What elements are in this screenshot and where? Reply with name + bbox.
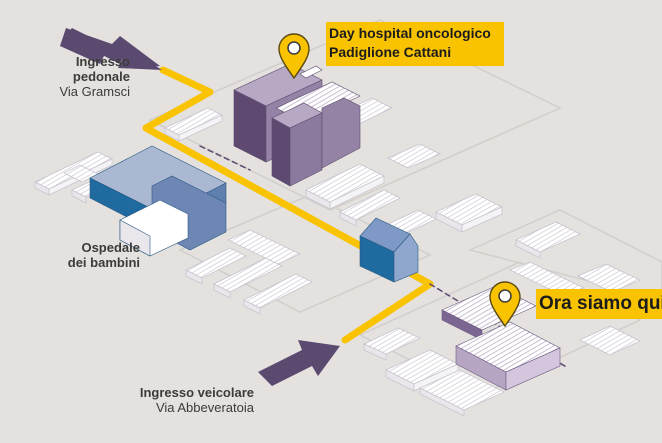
children-hospital-label: Ospedale dei bambini	[26, 240, 140, 270]
building-block	[579, 325, 641, 356]
day-hospital-callout: Day hospital oncologico Padiglione Catta…	[326, 22, 504, 66]
entrance-arrow-icon	[258, 340, 340, 386]
building-block	[213, 257, 283, 299]
building-block	[435, 193, 503, 233]
vehicle-entrance-label: Ingresso veicolare Via Abbeveratoia	[110, 385, 254, 415]
day-hospital-building	[233, 63, 361, 187]
building-block	[185, 247, 247, 285]
vehicle-entrance-street: Via Abbeveratoia	[155, 400, 254, 415]
map-pin-icon	[489, 281, 521, 328]
children-hospital-title-1: Ospedale	[81, 240, 140, 255]
children-hospital-title-2: dei bambini	[67, 255, 140, 270]
building-block	[243, 273, 313, 315]
building-block	[577, 263, 641, 293]
children-hospital-building	[89, 145, 227, 257]
day-hospital-callout-line2: Padiglione Cattani	[329, 44, 452, 60]
building-block	[419, 369, 505, 417]
building-block	[305, 163, 385, 210]
pedestrian-entrance-title-1: Ingresso	[75, 54, 130, 69]
small-blue-building	[359, 217, 419, 283]
pedestrian-entrance-title-2: pedonale	[72, 69, 130, 84]
building-block	[509, 261, 585, 297]
building-block	[339, 189, 401, 227]
pedestrian-entrance-label: Ingresso pedonale Via Gramsci	[26, 54, 130, 99]
building-block	[164, 107, 223, 142]
map-pin-icon	[278, 33, 310, 80]
you-are-here-callout: Ora siamo qui	[536, 289, 662, 319]
building-block	[363, 327, 421, 361]
building-block	[227, 229, 301, 265]
day-hospital-callout-line1: Day hospital oncologico	[329, 25, 491, 41]
building-block	[515, 221, 581, 259]
generic-buildings	[34, 97, 641, 417]
vehicle-entrance-title: Ingresso veicolare	[139, 385, 254, 400]
building-block	[387, 143, 441, 169]
pedestrian-entrance-street: Via Gramsci	[59, 84, 130, 99]
entrance-arrow-icon	[60, 28, 162, 70]
building-block	[385, 349, 459, 392]
